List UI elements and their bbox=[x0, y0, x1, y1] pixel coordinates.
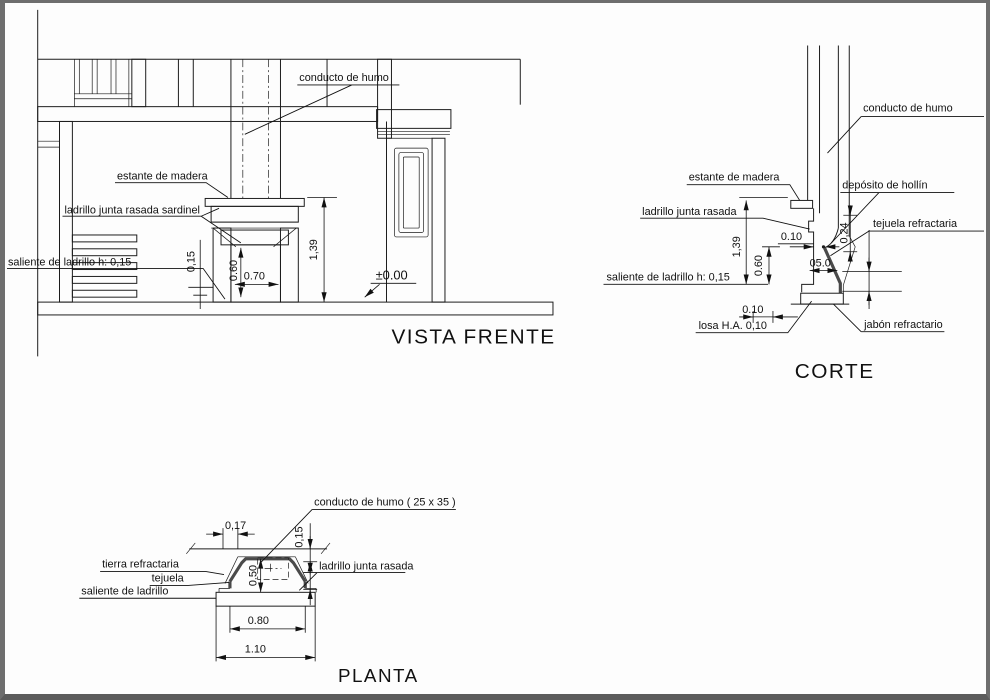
section-view-title: CORTE bbox=[795, 360, 875, 383]
front-dim-opening-height: 0.60 bbox=[228, 260, 240, 281]
front-dim-opening-width: 0.70 bbox=[244, 270, 265, 282]
plan-view: 0,17 0,15 0.50 0.80 1.10 conducto de hum… bbox=[79, 496, 456, 686]
section-label-soot: depósito de hollín bbox=[842, 180, 927, 192]
front-label-sardinel: ladrillo junta rasada sardinel bbox=[64, 204, 199, 216]
section-label-tile: tejuela refractaria bbox=[873, 218, 958, 230]
section-label-soap: jabón refractario bbox=[863, 319, 943, 331]
plan-label-ledge: saliente de ladrillo bbox=[81, 585, 168, 597]
plan-dim-wall: 0,17 bbox=[225, 520, 246, 532]
section-view: 1,39 0.10 0.60 05.0 0,24 0.10 conducto d… bbox=[603, 45, 985, 383]
front-label-flue: conducto de humo bbox=[299, 72, 389, 84]
front-view: 1,39 0,15 0.60 0.70 estante de madera la… bbox=[6, 9, 555, 357]
section-label-slab: losa H.A. 0,10 bbox=[699, 320, 767, 332]
plan-dim-opening: 0.80 bbox=[248, 615, 269, 627]
plan-dim-depth: 0.50 bbox=[248, 565, 260, 586]
section-dim-hearth: 0.10 bbox=[742, 304, 763, 316]
cad-drawing-canvas: 1,39 0,15 0.60 0.70 estante de madera la… bbox=[6, 9, 985, 686]
section-label-flue: conducto de humo bbox=[863, 103, 953, 115]
front-label-ledge: saliente de ladrillo h: 0,15 bbox=[8, 257, 131, 269]
plan-view-title: PLANTA bbox=[338, 665, 419, 686]
plan-dim-total: 1.10 bbox=[245, 644, 266, 656]
plan-dimensions: 0,17 0,15 0.50 0.80 1.10 bbox=[206, 520, 318, 662]
section-labels: conducto de humo depósito de hollín esta… bbox=[603, 103, 985, 334]
front-labels: estante de madera ladrillo junta rasada … bbox=[6, 72, 417, 300]
section-dim-depth: 05.0 bbox=[810, 258, 831, 270]
section-dim-opening-height: 0.60 bbox=[753, 255, 765, 276]
section-label-shelf: estante de madera bbox=[689, 172, 781, 184]
front-fireplace bbox=[71, 197, 305, 303]
section-dim-tile-height: 0,24 bbox=[838, 222, 850, 243]
plan-labels: conducto de humo ( 25 x 35 ) tierra refr… bbox=[79, 496, 456, 599]
plan-label-tile: tejuela bbox=[152, 572, 185, 584]
plan-dim-side: 0,15 bbox=[293, 526, 305, 547]
front-label-shelf: estante de madera bbox=[117, 171, 209, 183]
front-view-title: VISTA FRENTE bbox=[391, 326, 555, 349]
front-view-structure bbox=[37, 9, 554, 357]
section-dimensions: 1,39 0.10 0.60 05.0 0,24 0.10 bbox=[731, 197, 902, 323]
section-label-flush-brick: ladrillo junta rasada bbox=[642, 206, 737, 218]
section-dim-total-height: 1,39 bbox=[731, 236, 743, 257]
plan-label-flush-brick: ladrillo junta rasada bbox=[319, 561, 414, 573]
section-dim-throat: 0.10 bbox=[781, 231, 802, 243]
front-dim-ledge-height: 0,15 bbox=[185, 251, 197, 272]
section-label-ledge: saliente de ladrillo h: 0,15 bbox=[606, 271, 729, 283]
plan-label-flue: conducto de humo ( 25 x 35 ) bbox=[314, 496, 456, 508]
front-dimensions: 1,39 0,15 0.60 0.70 bbox=[185, 197, 337, 310]
front-dim-total-height: 1,39 bbox=[308, 239, 320, 260]
front-level-marker: ±0.00 bbox=[376, 267, 408, 282]
plan-label-earth: tierra refractaria bbox=[102, 559, 180, 571]
